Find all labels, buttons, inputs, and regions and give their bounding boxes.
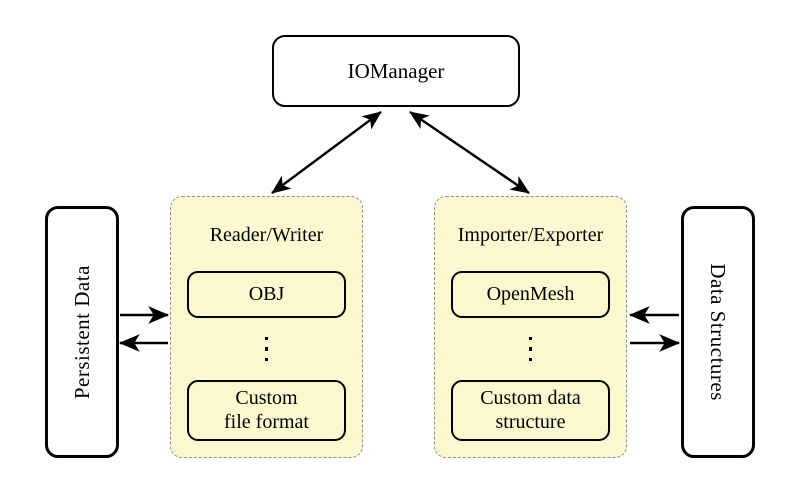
label-line-2: structure (495, 410, 566, 433)
node-data-structures-label: Data Structures (706, 263, 731, 401)
panel-item-openmesh[interactable]: OpenMesh (451, 271, 610, 318)
panel-importer-exporter[interactable]: Importer/Exporter OpenMesh Custom data s… (434, 196, 627, 458)
node-data-structures[interactable]: Data Structures (681, 206, 755, 458)
node-persistent-data-label: Persistent Data (69, 264, 94, 400)
node-iomanager-label: IOManager (347, 58, 445, 83)
label-line-2: file format (224, 410, 309, 433)
connector-iomanager-importer-exporter (409, 111, 530, 194)
panel-reader-writer[interactable]: Reader/Writer OBJ Custom file format (170, 196, 363, 458)
panel-item-custom-data-structure-label: Custom data structure (480, 387, 581, 434)
vertical-ellipsis-icon (171, 337, 362, 362)
connector-iomanager-reader-writer (271, 111, 382, 194)
panel-item-custom-file-format-label: Custom file format (224, 387, 309, 434)
panel-item-openmesh-label: OpenMesh (486, 282, 575, 305)
panel-reader-writer-title: Reader/Writer (209, 224, 324, 246)
vertical-ellipsis-icon (435, 337, 626, 362)
node-persistent-data[interactable]: Persistent Data (45, 206, 119, 458)
label-line-1: Custom data (480, 386, 581, 409)
panel-item-obj-label: OBJ (248, 282, 285, 305)
node-iomanager[interactable]: IOManager (272, 35, 520, 107)
panel-item-custom-file-format[interactable]: Custom file format (187, 380, 346, 441)
panel-item-custom-data-structure[interactable]: Custom data structure (451, 380, 610, 441)
panel-item-obj[interactable]: OBJ (187, 271, 346, 318)
label-line-1: Custom (235, 386, 298, 409)
panel-importer-exporter-title: Importer/Exporter (457, 224, 604, 246)
